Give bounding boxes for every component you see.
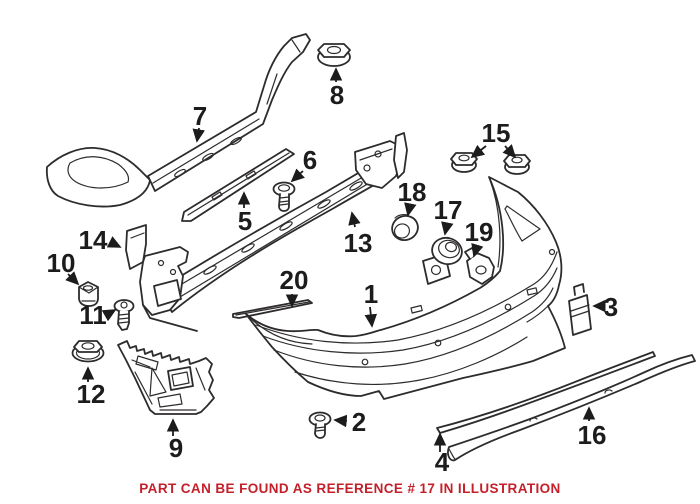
callout-label: 7 (193, 101, 207, 131)
callout-label: 14 (79, 225, 108, 255)
callout-17: 17 (434, 195, 463, 236)
part-7-upper-impact-strip (45, 33, 311, 208)
callout-19: 19 (465, 217, 494, 258)
callout-7: 7 (192, 101, 207, 143)
callout-label: 4 (435, 447, 450, 477)
part-4-trim-strip (436, 351, 656, 434)
callout-label: 6 (303, 145, 317, 175)
callout-13: 13 (344, 211, 373, 258)
callout-label: 10 (47, 248, 76, 278)
part-17-park-sensor (422, 236, 463, 285)
callout-label: 11 (79, 300, 107, 330)
callout-4: 4 (433, 432, 450, 477)
callout-18: 18 (398, 177, 427, 217)
callout-label: 13 (344, 228, 373, 258)
callout-5: 5 (237, 191, 252, 236)
part-14-pad (125, 224, 147, 270)
callout-label: 12 (77, 379, 106, 409)
callout-10: 10 (47, 248, 80, 286)
callout-label: 19 (465, 217, 494, 247)
part-12-flange-nut (71, 340, 105, 363)
footer-note: PART CAN BE FOUND AS REFERENCE # 17 IN I… (139, 481, 561, 496)
callout-14: 14 (79, 225, 122, 255)
part-11-screw (113, 299, 135, 331)
part-3-tow-hook-cover (568, 283, 592, 336)
callout-2: 2 (333, 407, 366, 437)
part-9-side-bracket (117, 340, 215, 415)
callout-1: 1 (364, 279, 378, 328)
part-13-impact-bar (139, 132, 408, 332)
callout-label: 15 (482, 118, 511, 148)
part-10-clip-nut (78, 281, 99, 307)
callout-8: 8 (329, 67, 344, 110)
callout-label: 8 (330, 80, 344, 110)
callout-15: 15 (470, 118, 517, 159)
part-20-seal-strip (232, 299, 313, 319)
callout-16: 16 (578, 406, 607, 450)
callout-label: 5 (238, 206, 252, 236)
callout-label: 18 (398, 177, 427, 207)
part-15-flange-nuts (450, 152, 531, 175)
part-2-screw (308, 411, 332, 439)
callout-11: 11 (79, 300, 117, 330)
callout-label: 17 (434, 195, 463, 225)
callout-20: 20 (280, 265, 309, 308)
part-16-lower-trim-strip (447, 354, 696, 462)
callout-label: 1 (364, 279, 378, 309)
part-5-bumper-strip (181, 148, 295, 222)
part-18-grommet (391, 214, 419, 242)
part-8-flange-nut (317, 43, 351, 67)
callout-label: 16 (578, 420, 607, 450)
part-19-sensor-bracket (464, 247, 495, 285)
callout-12: 12 (77, 366, 106, 409)
callout-6: 6 (290, 145, 317, 183)
callout-label: 3 (604, 292, 618, 322)
part-6-screw (272, 181, 296, 212)
callout-9: 9 (166, 418, 183, 463)
part-1-bumper-cover (245, 176, 566, 400)
callout-label: 2 (352, 407, 366, 437)
callout-3: 3 (592, 292, 618, 322)
callout-label: 20 (280, 265, 309, 295)
callout-label: 9 (169, 433, 183, 463)
